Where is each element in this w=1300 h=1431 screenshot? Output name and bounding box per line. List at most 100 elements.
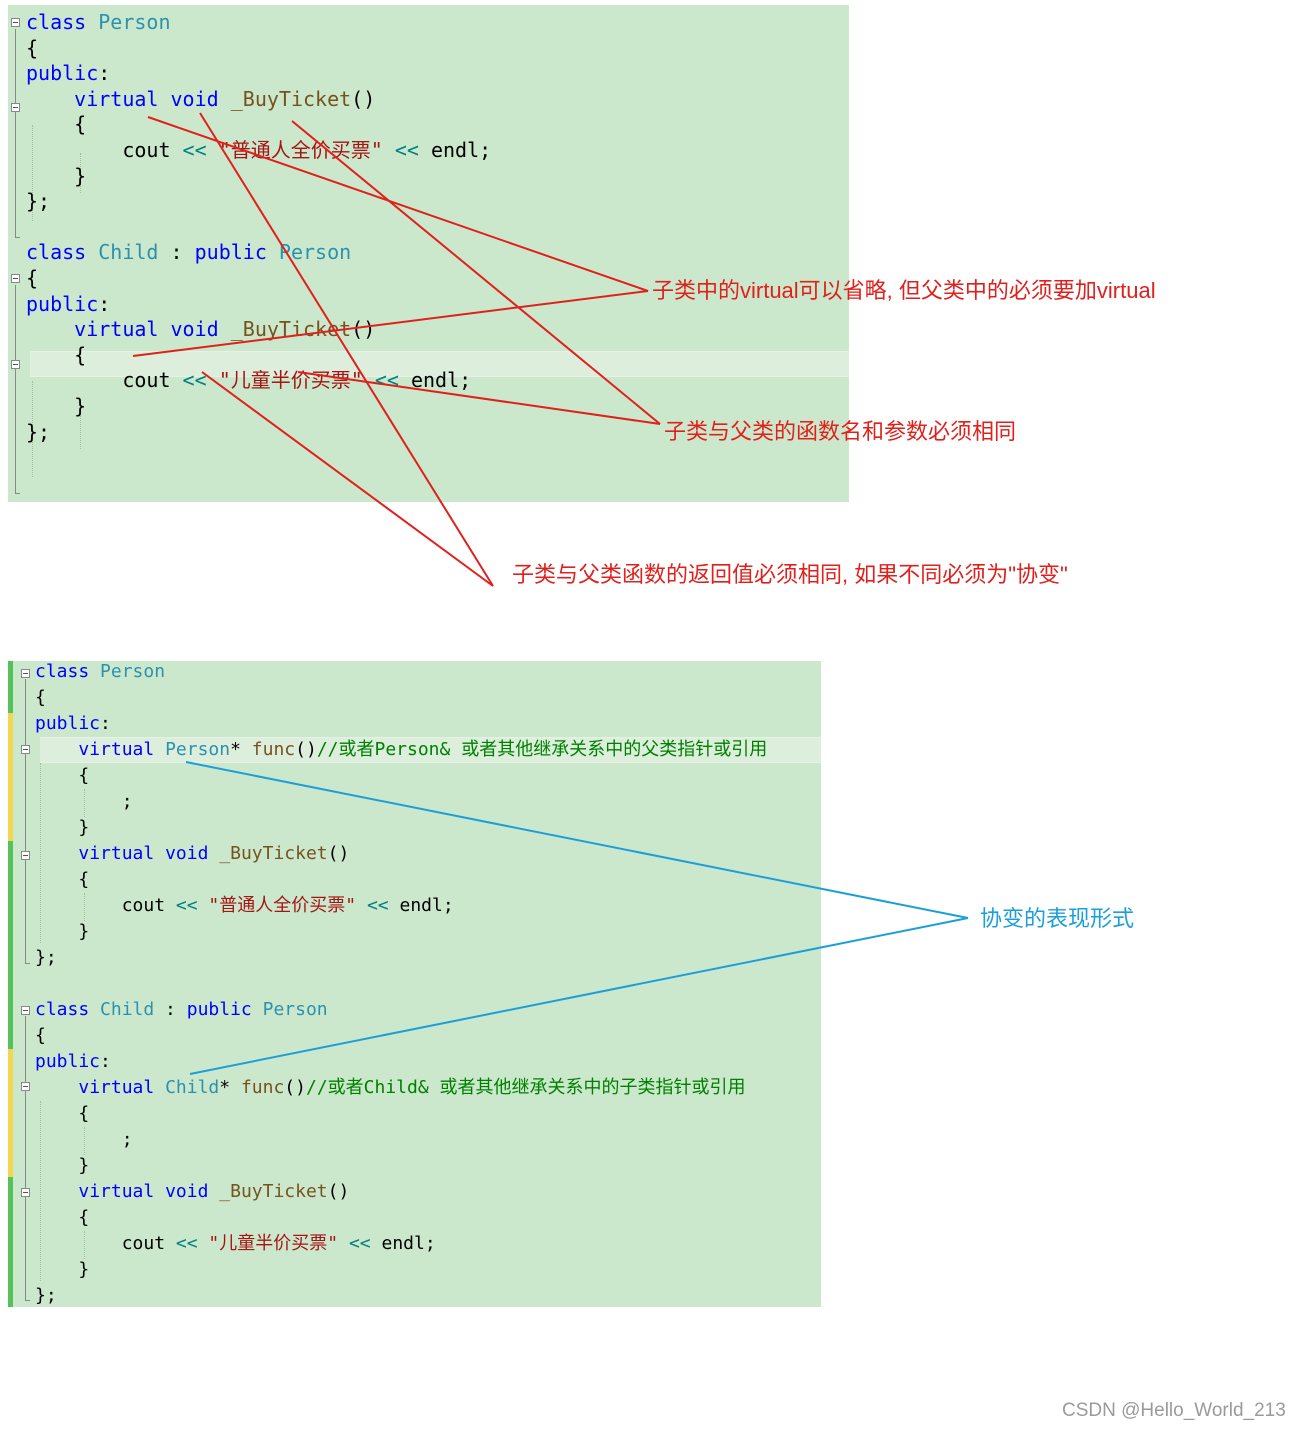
code-line[interactable]: } [35,817,89,839]
covariance-note: 协变的表现形式 [980,906,1135,931]
code-line[interactable]: ; [35,1129,133,1151]
fold-line [15,285,16,493]
code-line[interactable]: class Person [26,10,171,34]
code-line[interactable]: }; [35,947,57,969]
function-signature-note: 子类与父类的函数名和参数必须相同 [664,419,1017,444]
collapse-method-icon[interactable] [21,1188,30,1197]
indent-guide [84,789,85,817]
code-line[interactable]: { [35,1207,89,1229]
code-token: { [26,342,87,367]
code-token: //或者Child& 或者其他继承关系中的子类指针或引用 [305,1077,746,1098]
code-line[interactable]: }; [26,189,50,213]
code-line[interactable]: { [26,36,38,60]
code-line[interactable]: public: [35,1051,111,1073]
code-line[interactable]: virtual void _BuyTicket() [26,317,375,341]
collapse-method-icon[interactable] [11,103,20,112]
code-line[interactable]: class Person [35,661,165,683]
fold-end [25,1300,30,1301]
code-token: () [327,1181,350,1202]
code-line[interactable]: class Child : public Person [35,999,328,1021]
code-token: endl; [370,1233,436,1254]
arrow-name-child [297,371,661,425]
code-line[interactable]: { [35,1025,46,1047]
code-line[interactable]: { [26,266,38,290]
code-token: }; [26,419,51,444]
code-token: () [351,86,376,111]
code-token: << [394,138,419,162]
current-line-highlight [30,351,849,377]
code-token: class [35,999,90,1020]
code-token: public [186,999,252,1020]
collapse-class-child-icon[interactable] [21,1006,30,1015]
arrow-virtual-parent [147,116,649,292]
code-line[interactable]: virtual void _BuyTicket() [35,843,349,865]
code-token: : [98,291,111,316]
code-line[interactable]: virtual Person* func()//或者Person& 或者其他继承… [35,739,767,761]
collapse-class-child-icon[interactable] [11,274,20,283]
collapse-class-person-icon[interactable] [11,18,20,27]
arrow-covariance-child [189,917,969,1075]
code-line[interactable]: { [35,1103,89,1125]
code-token: _BuyTicket [219,843,328,864]
code-token: } [35,1259,90,1280]
code-token: { [35,765,90,786]
code-line[interactable]: cout << "儿童半价买票" << endl; [26,368,471,392]
code-line[interactable]: { [35,687,46,709]
return-type-note: 子类与父类函数的返回值必须相同, 如果不同必须为"协变" [512,562,1068,587]
code-line[interactable]: } [35,921,89,943]
code-line[interactable]: }; [26,420,50,444]
code-token: "普通人全价买票" [218,138,383,162]
fold-line [25,1016,26,1300]
code-snippet-2: class Person { public: virtual Person* fun… [8,661,821,1307]
collapse-method-icon[interactable] [11,360,20,369]
code-line[interactable]: virtual Child* func()//或者Child& 或者其他继承关系… [35,1077,746,1099]
code-token: : [154,999,187,1020]
arrow-name-parent [291,120,661,425]
code-line[interactable]: cout << "普通人全价买票" << endl; [35,895,454,917]
code-token: << [348,1233,371,1254]
code-token: "普通人全价买票" [208,895,357,916]
code-line[interactable]: public: [26,292,110,316]
code-token: Person [165,739,231,760]
code-token: class [26,240,87,265]
code-token: Person [98,10,171,34]
code-token: } [26,394,87,418]
change-bar-saved [8,1177,13,1307]
code-line[interactable]: public: [26,61,110,85]
code-line[interactable]: virtual void _BuyTicket() [26,87,375,111]
code-token: public [194,240,267,265]
code-token: << [182,138,207,162]
code-token: public [26,291,99,316]
code-token: : [98,61,111,86]
code-line[interactable]: virtual void _BuyTicket() [35,1181,349,1203]
code-token: : [100,713,111,734]
code-token: } [35,1155,90,1176]
code-snippet-1: class Person{public: virtual void _BuyTi… [8,5,849,502]
change-bar-unsaved [8,713,13,841]
indent-guide [80,153,81,193]
collapse-method-icon[interactable] [21,851,30,860]
code-token: * [219,1077,241,1098]
code-token: : [158,240,195,265]
collapse-method-icon[interactable] [21,745,30,754]
indent-guide [32,125,33,221]
collapse-class-person-icon[interactable] [21,669,30,678]
code-line[interactable]: cout << "儿童半价买票" << endl; [35,1233,436,1255]
code-line[interactable]: ; [35,791,133,813]
code-line[interactable]: } [35,1155,89,1177]
code-line[interactable]: public: [35,713,111,735]
code-line[interactable]: } [26,164,86,188]
collapse-method-icon[interactable] [21,1082,30,1091]
code-line[interactable]: { [26,112,86,136]
code-line[interactable]: } [26,394,86,418]
code-token: public [35,713,101,734]
code-token: } [35,921,90,942]
code-line[interactable]: { [35,765,89,787]
code-line[interactable]: { [35,869,89,891]
code-token: { [35,1103,90,1124]
code-line[interactable]: { [26,343,86,367]
code-line[interactable]: cout << "普通人全价买票" << endl; [26,138,491,162]
code-token: class [35,661,90,682]
code-line[interactable]: } [35,1259,89,1281]
code-line[interactable]: }; [35,1285,57,1307]
